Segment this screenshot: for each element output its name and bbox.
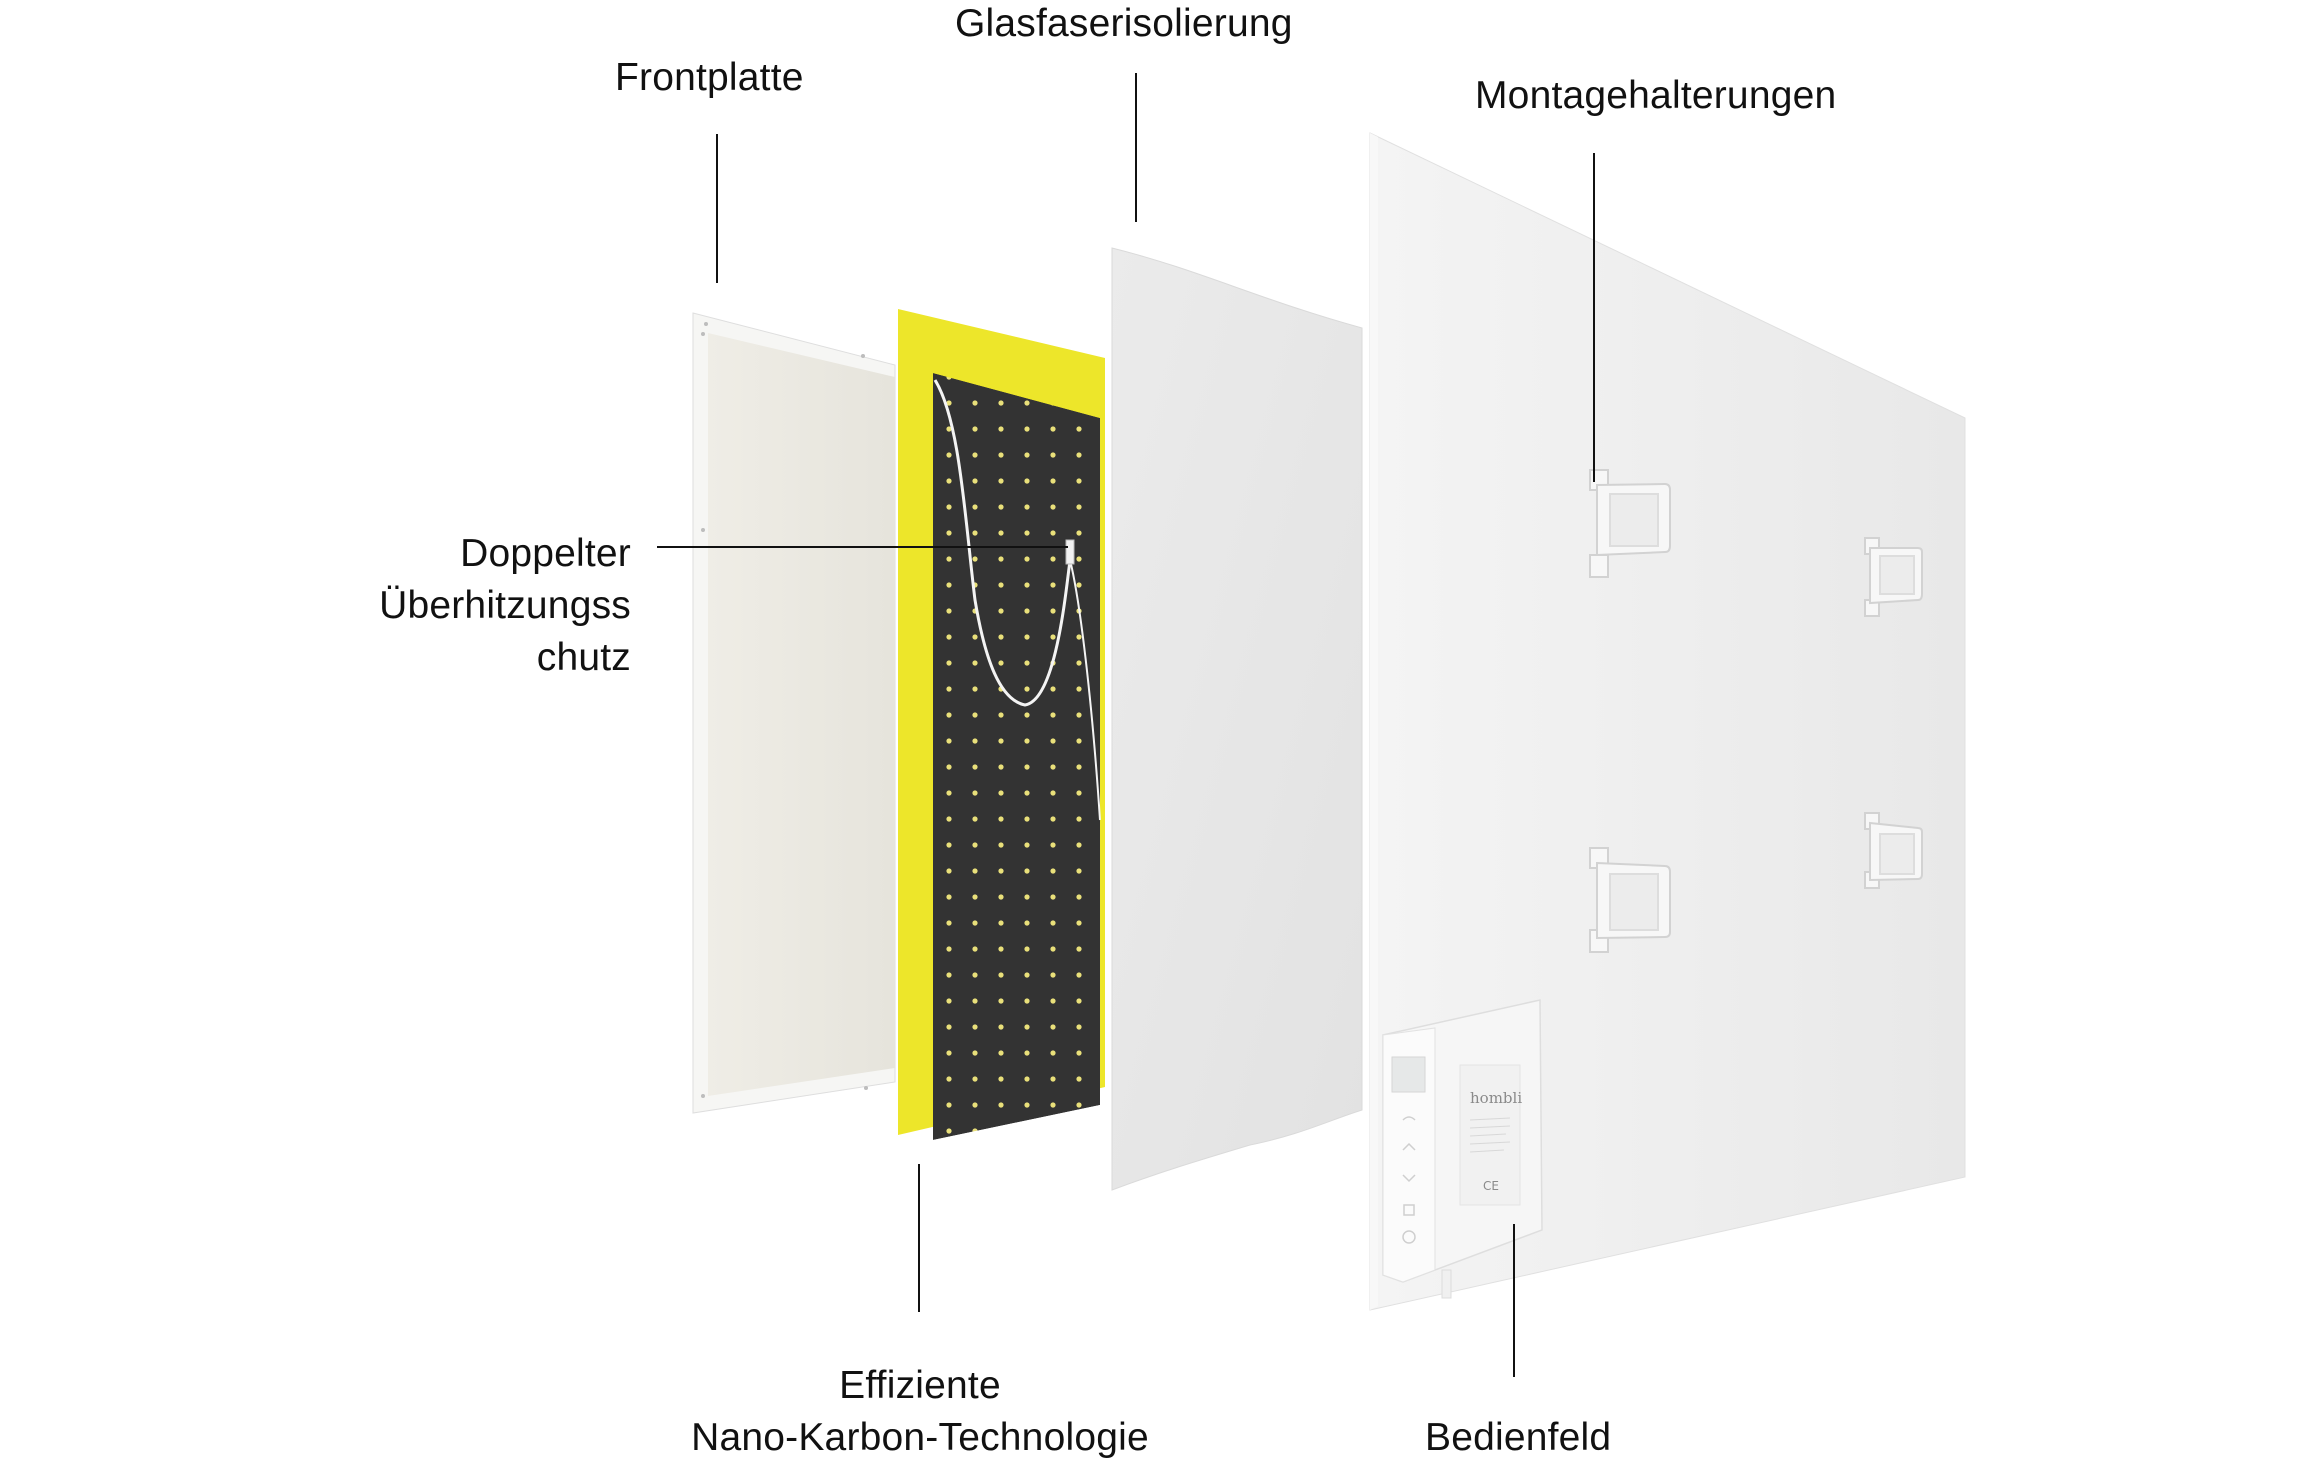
label-overheat-protection: Doppelter Überhitzungss chutz [379, 528, 631, 684]
control-box-brand: hombli [1470, 1089, 1522, 1107]
power-cable-stub [1441, 1269, 1452, 1299]
label-nano-carbon-line-1: Effiziente [839, 1364, 1001, 1407]
overheat-sensor-cable [933, 379, 1072, 707]
mounting-bracket-bottom-left [1589, 847, 1671, 953]
label-overheat-line-3: chutz [536, 636, 631, 679]
label-front-plate: Frontplatte [615, 56, 804, 99]
label-nano-carbon-line-2: Nano-Karbon-Technologie [691, 1416, 1149, 1459]
label-overheat-line-1: Doppelter [460, 532, 631, 575]
label-mounting-brackets: Montagehalterungen [1475, 74, 1837, 117]
mounting-bracket-top-right [1864, 537, 1923, 617]
control-box-display [1391, 1056, 1426, 1093]
ce-mark: CE [1483, 1179, 1499, 1193]
leader-lines [657, 73, 1595, 1377]
glass-fiber-insulation-layer [1111, 247, 1363, 1191]
label-control-panel: Bedienfeld [1425, 1416, 1612, 1459]
control-box-buttons [1402, 1116, 1416, 1244]
label-overheat-line-2: Überhitzungss [379, 584, 631, 627]
label-glass-fiber-insulation: Glasfaserisolierung [955, 2, 1293, 45]
nano-carbon-heating-film [898, 309, 1105, 1140]
mounting-bracket-top-left [1589, 469, 1671, 578]
control-box: hombli CE [1382, 999, 1543, 1299]
label-nano-carbon-technology: Effiziente Nano-Karbon-Technologie [660, 1360, 1180, 1464]
overheat-sensor [1065, 539, 1075, 565]
front-plate-layer [692, 312, 896, 1114]
mounting-bracket-bottom-right [1864, 812, 1923, 889]
